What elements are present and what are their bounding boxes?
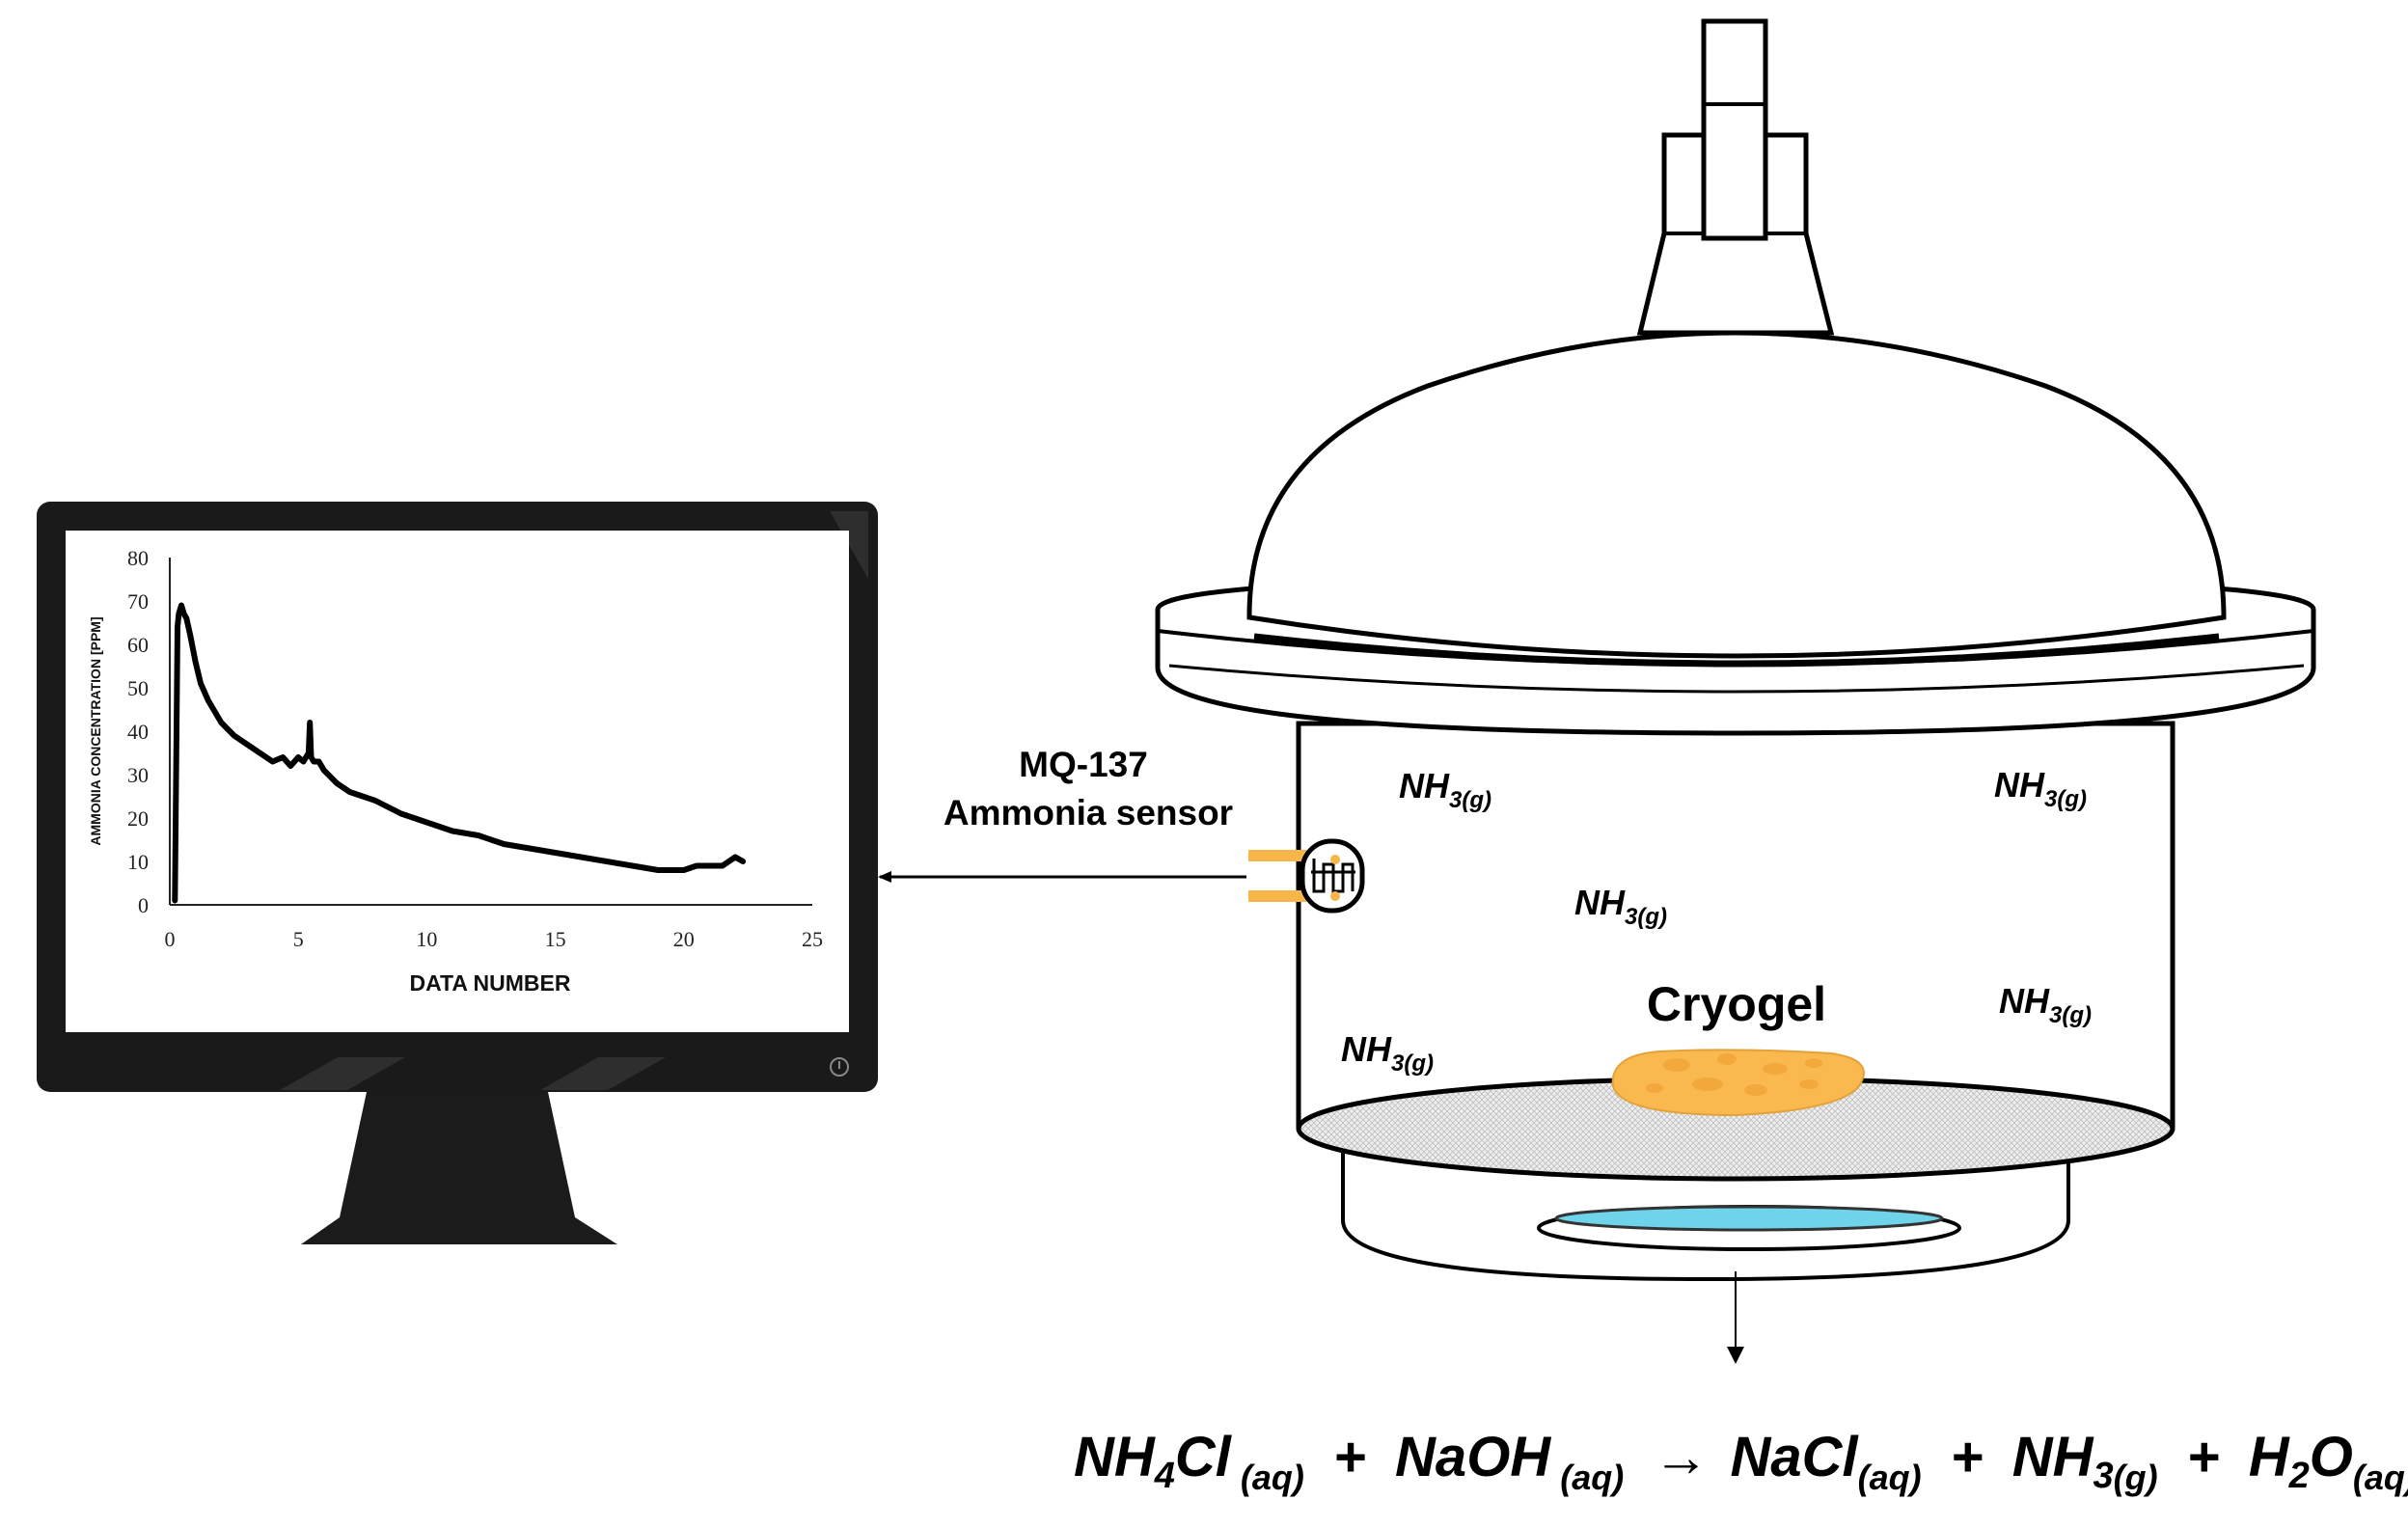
x-tick-labels: 0 5 10 15 20 25 (165, 927, 824, 951)
desiccator-dome (1246, 330, 2227, 659)
series-line-ammonia (172, 602, 747, 904)
x-tick-label: 25 (802, 927, 823, 951)
reaction-equation: NH4Cl(aq) + NaOH(aq) → NaCl(aq) + NH3(g)… (1074, 1426, 2408, 1502)
gas-sensor-icon (1248, 838, 1365, 914)
x-tick-label: 5 (293, 927, 304, 951)
monitor-screen (66, 531, 849, 1032)
y-tick-label: 30 (127, 763, 149, 787)
y-tick-label: 20 (127, 806, 149, 831)
monitor: 0 10 20 30 40 50 60 70 80 0 5 10 15 20 25 DATA NUMBER… (37, 502, 878, 1244)
monitor-stand (301, 1092, 617, 1244)
y-tick-label: 60 (127, 633, 149, 657)
gas-label: NH3(g) (1574, 883, 1667, 930)
chart-x-axis-title: DATA NUMBER (410, 970, 571, 996)
chart-y-axis-title: AMMONIA CONCENTRATION [PPM] (88, 616, 103, 845)
y-tick-label: 40 (127, 720, 149, 744)
cryogel-sample (1611, 1049, 1865, 1117)
concentration-chart: 0 10 20 30 40 50 60 70 80 0 5 10 15 20 25 DATA NUMBER… (88, 546, 823, 996)
y-tick-label: 50 (127, 676, 149, 700)
y-tick-label: 80 (127, 546, 149, 570)
power-button-icon (830, 1057, 849, 1077)
liquid-dish (1537, 1205, 1961, 1251)
stopcock (1701, 18, 1768, 241)
x-tick-label: 15 (545, 927, 566, 951)
y-tick-labels: 0 10 20 30 40 50 60 70 80 (127, 546, 149, 917)
y-tick-label: 10 (127, 850, 149, 874)
cryogel-label: Cryogel (1647, 977, 1826, 1031)
y-tick-label: 0 (138, 893, 149, 917)
gas-label: NH3(g) (1999, 981, 2092, 1028)
gas-label: NH3(g) (1399, 766, 1491, 813)
sensor-model-label: MQ-137 (1019, 745, 1148, 784)
gas-label: NH3(g) (1341, 1029, 1434, 1077)
sensor-description-label: Ammonia sensor (944, 793, 1233, 832)
desiccator (1155, 18, 2316, 1282)
x-tick-label: 10 (416, 927, 437, 951)
y-tick-label: 70 (127, 589, 149, 614)
x-tick-label: 0 (165, 927, 176, 951)
x-tick-label: 20 (673, 927, 695, 951)
gas-label: NH3(g) (1994, 765, 2087, 812)
